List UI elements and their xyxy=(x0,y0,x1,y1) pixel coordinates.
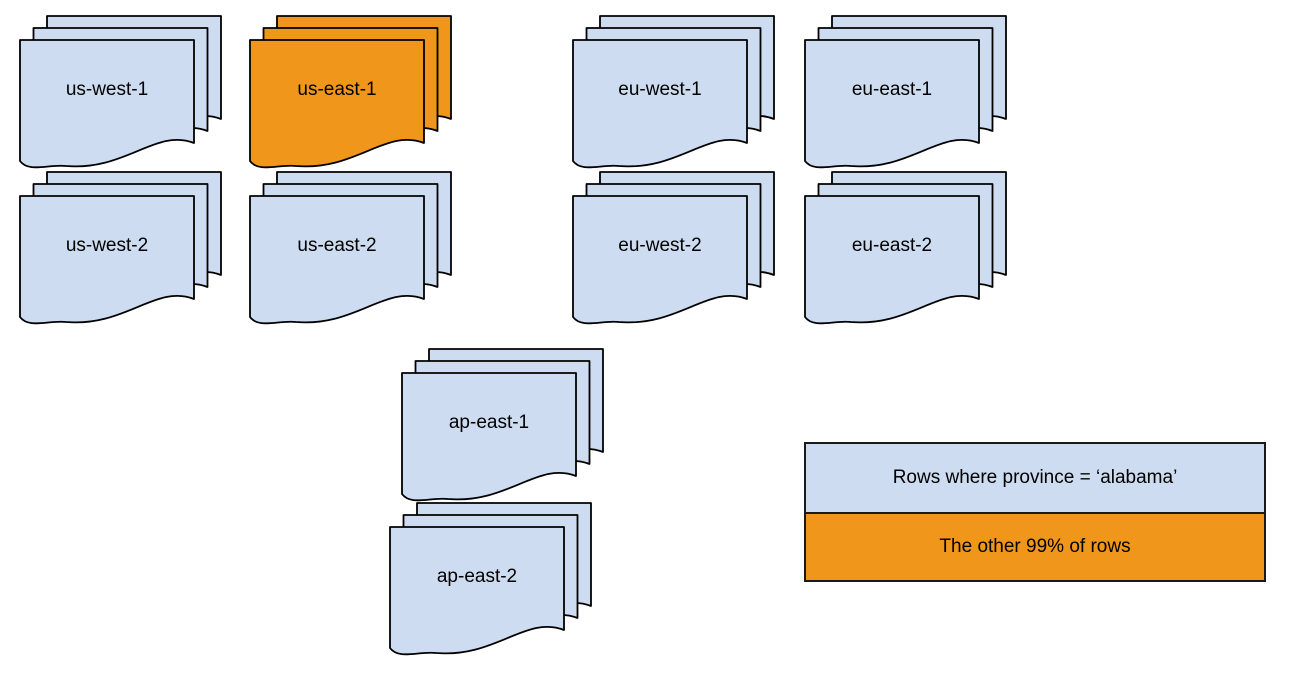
multi-document-icon xyxy=(389,502,592,656)
document-stack-ap-east-1: ap-east-1 xyxy=(401,348,605,507)
document-stack-us-west-1: us-west-1 xyxy=(19,15,223,174)
document-stack-us-east-2: us-east-2 xyxy=(249,171,453,330)
legend-item-label: The other 99% of rows xyxy=(939,536,1131,557)
multi-document-icon xyxy=(19,15,222,169)
document-stack-us-east-1: us-east-1 xyxy=(249,15,453,174)
document-stack-ap-east-2: ap-east-2 xyxy=(389,502,593,661)
legend-item-other-rows: The other 99% of rows xyxy=(806,512,1264,580)
multi-document-icon xyxy=(19,171,222,325)
document-stack-eu-east-2: eu-east-2 xyxy=(804,171,1008,330)
multi-document-icon xyxy=(572,171,775,325)
multi-document-icon xyxy=(401,348,604,502)
document-stack-eu-west-1: eu-west-1 xyxy=(572,15,776,174)
document-stack-eu-east-1: eu-east-1 xyxy=(804,15,1008,174)
multi-document-icon xyxy=(804,171,1007,325)
legend: Rows where province = ‘alabama’ The othe… xyxy=(804,442,1266,582)
document-stack-eu-west-2: eu-west-2 xyxy=(572,171,776,330)
multi-document-icon xyxy=(249,171,452,325)
multi-document-icon xyxy=(572,15,775,169)
legend-item-label: Rows where province = ‘alabama’ xyxy=(892,467,1178,488)
multi-document-icon xyxy=(249,15,452,169)
legend-item-alabama-rows: Rows where province = ‘alabama’ xyxy=(806,444,1264,512)
document-stack-us-west-2: us-west-2 xyxy=(19,171,223,330)
multi-document-icon xyxy=(804,15,1007,169)
